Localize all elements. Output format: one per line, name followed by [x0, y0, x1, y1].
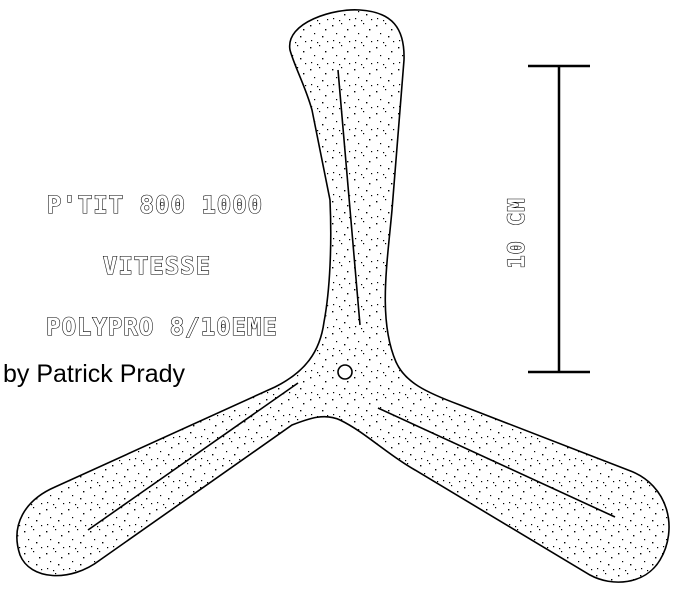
spec-line-material: POLYPRO 8/10EME — [46, 313, 278, 341]
scale-label: 10 CM — [505, 197, 530, 268]
center-hole — [337, 364, 353, 380]
left-arm-line — [87, 382, 299, 531]
right-arm-line — [377, 407, 616, 518]
spec-line-model: P'TIT 800 1000 — [47, 191, 263, 219]
spec-line-speed: VITESSE — [103, 252, 211, 280]
author-credit: by Patrick Prady — [3, 360, 186, 388]
boomerang-outline — [16, 9, 670, 583]
top-arm-line — [337, 69, 361, 326]
scale-bar — [528, 64, 590, 374]
